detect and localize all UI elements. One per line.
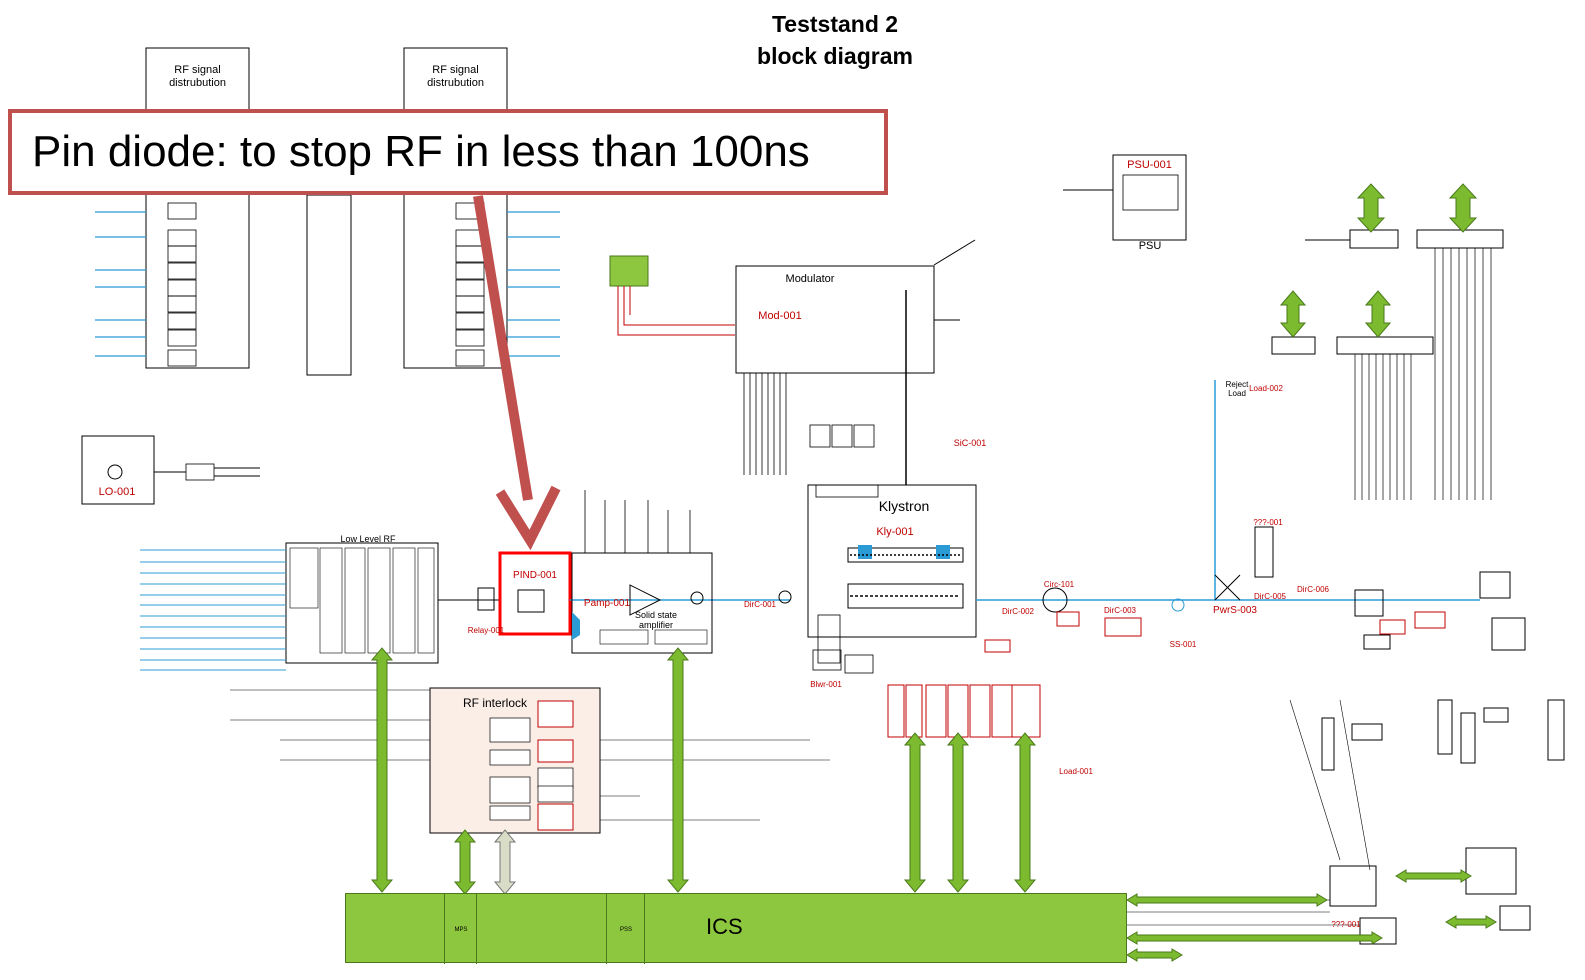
- psu-label: PSU: [1138, 240, 1162, 252]
- psu-id-label: PSU-001: [1127, 159, 1172, 171]
- dirc003-label: DirC-003: [1103, 606, 1136, 615]
- dirc002-label: DirC-002: [1001, 607, 1034, 616]
- klystron-id-label: Kly-001: [876, 526, 914, 538]
- modulator-id-label: Mod-001: [758, 310, 802, 322]
- ss001-label: SS-001: [1169, 640, 1197, 649]
- sic001-label: SiC-001: [953, 438, 987, 448]
- ics-label: ICS: [706, 914, 743, 939]
- ics-bar: MPS PSS ICS: [345, 893, 1127, 964]
- lo-id-label: LO-001: [98, 486, 136, 498]
- dirc006-label: DirC-006: [1296, 585, 1329, 594]
- dirc001-label: DirC-001: [743, 600, 776, 609]
- circ101-label: Circ-101: [1043, 580, 1075, 589]
- rf-distribution-label-2: RF signal distrubution: [427, 64, 484, 89]
- klystron-label: Klystron: [878, 498, 930, 514]
- pwrs003-label: PwrS-003: [1213, 605, 1257, 616]
- diagram-title-line2: block diagram: [757, 43, 913, 69]
- blwr001-label: Blwr-001: [810, 680, 842, 689]
- unknown-001-label: ???-001: [1253, 518, 1283, 527]
- pamp-id-label: Pamp-001: [583, 598, 631, 609]
- dirc005-label: DirC-005: [1253, 592, 1286, 601]
- pin-diode-callout: Pin diode: to stop RF in less than 100ns: [8, 109, 888, 195]
- diagram-title-line1: Teststand 2: [771, 11, 899, 37]
- pind-id-label: PIND-001: [513, 570, 557, 581]
- reject-load-label: Reject Load: [1225, 380, 1249, 398]
- ssa-label: Solid state amplifier: [634, 610, 678, 630]
- modulator-label: Modulator: [785, 273, 835, 285]
- pss-label: PSS: [619, 927, 632, 933]
- load001-label: Load-001: [1059, 767, 1093, 776]
- rf-interlock-label: RF interlock: [462, 696, 527, 710]
- load002-label: Load-002: [1249, 384, 1283, 393]
- mps-label: MPS: [454, 927, 468, 933]
- llrf-label: Low Level RF: [340, 534, 396, 544]
- unknown-001b-label: ???-001: [1331, 920, 1361, 929]
- rf-distribution-label-1: RF signal distrubution: [169, 64, 226, 89]
- relay-id-label: Relay-001: [467, 626, 505, 635]
